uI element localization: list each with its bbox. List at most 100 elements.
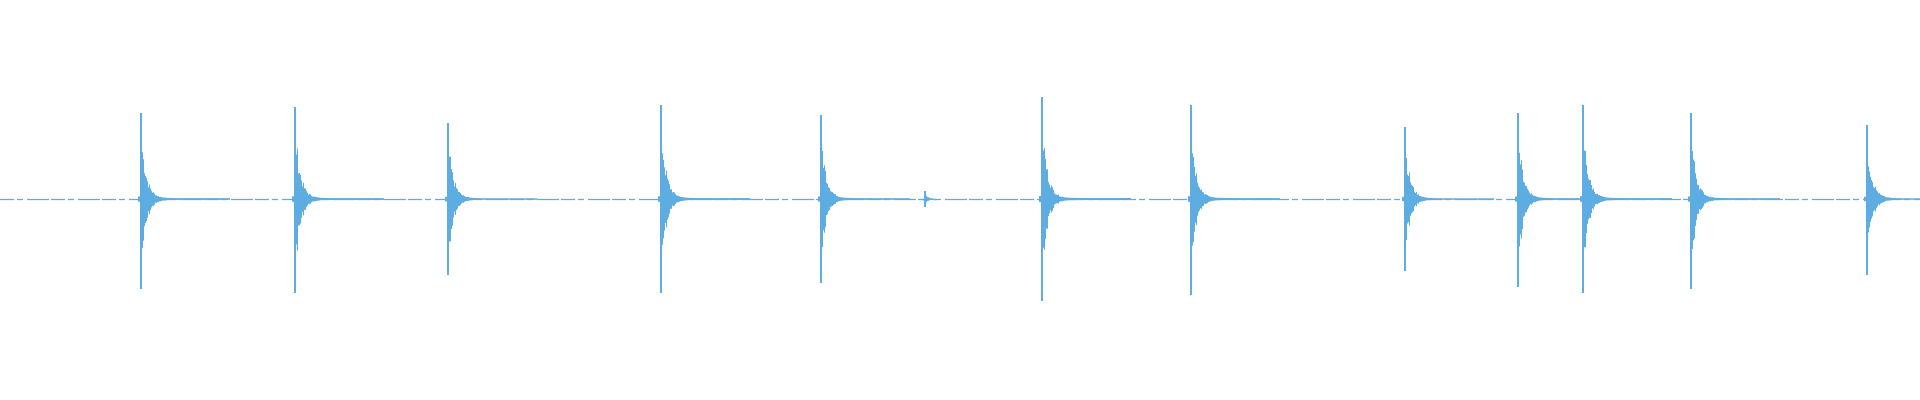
- waveform-sample-bar: [312, 196, 313, 202]
- waveform-sample-bar: [1096, 197, 1097, 201]
- waveform-sample-bar: [1720, 197, 1721, 201]
- waveform-sample-bar: [1419, 196, 1420, 202]
- waveform-sample-bar: [824, 165, 825, 233]
- waveform-sample-bar: [747, 198, 748, 200]
- waveform-sample-bar: [1432, 198, 1433, 200]
- waveform-sample-bar: [1199, 187, 1200, 211]
- waveform-sample-bar: [1871, 179, 1872, 219]
- waveform-sample-bar: [1741, 198, 1742, 200]
- waveform-sample-bar: [1752, 198, 1753, 200]
- waveform-sample-bar: [1611, 197, 1612, 201]
- waveform-sample-bar: [1559, 198, 1560, 200]
- waveform-sample-bar: [710, 198, 711, 200]
- waveform-sample-bar: [673, 191, 674, 207]
- waveform-sample-bar: [1270, 198, 1271, 200]
- waveform-sample-bar: [144, 173, 145, 227]
- waveform-sample-bar: [1100, 197, 1101, 201]
- waveform-sample-bar: [1623, 198, 1624, 200]
- waveform-sample-bar: [707, 198, 708, 200]
- waveform-sample-bar: [851, 198, 852, 200]
- waveform-sample-bar: [1690, 113, 1691, 289]
- waveform-sample-bar: [503, 198, 504, 200]
- waveform-sample-bar: [341, 198, 342, 200]
- waveform-sample-bar: [1879, 192, 1880, 206]
- waveform-transient: [138, 113, 230, 289]
- waveform-sample-bar: [1767, 198, 1768, 200]
- waveform-sample-bar: [1631, 198, 1632, 200]
- waveform-sample-bar: [1779, 198, 1780, 200]
- waveform-sample-bar: [346, 198, 347, 200]
- waveform-sample-bar: [1519, 152, 1520, 247]
- waveform-sample-bar: [202, 198, 203, 200]
- waveform-sample-bar: [711, 198, 712, 200]
- waveform-sample-bar: [1226, 198, 1227, 201]
- waveform-sample-bar: [1881, 194, 1882, 204]
- waveform-sample-bar: [364, 198, 365, 200]
- waveform-sample-bar: [848, 197, 849, 201]
- waveform-sample-bar: [1454, 198, 1455, 200]
- waveform-sample-bar: [678, 195, 679, 203]
- waveform-sample-bar: [1452, 198, 1453, 200]
- waveform-sample-bar: [1462, 198, 1463, 200]
- waveform-sample-bar: [1760, 198, 1761, 200]
- waveform-sample-bar: [1532, 194, 1533, 204]
- waveform-sample-bar: [1876, 190, 1877, 209]
- waveform-sample-bar: [732, 198, 733, 200]
- waveform-sample-bar: [1766, 198, 1767, 200]
- waveform-sample-bar: [1113, 197, 1114, 201]
- waveform-sample-bar: [186, 198, 187, 200]
- waveform-sample-bar: [1636, 198, 1637, 200]
- waveform-sample-bar: [1613, 197, 1614, 201]
- waveform-sample-bar: [1594, 191, 1595, 207]
- waveform-sample-bar: [319, 197, 320, 201]
- waveform-sample-bar: [1472, 198, 1473, 200]
- waveform-sample-bar: [1081, 197, 1082, 201]
- waveform-sample-bar: [1484, 198, 1485, 200]
- waveform-sample-bar: [1605, 197, 1606, 201]
- waveform-sample-bar: [1209, 196, 1210, 202]
- waveform-sample-bar: [1617, 197, 1618, 201]
- waveform-sample-bar: [721, 198, 722, 200]
- waveform-sample-bar: [1269, 198, 1270, 200]
- waveform-sample-bar: [1634, 198, 1635, 200]
- waveform-sample-bar: [322, 197, 323, 201]
- waveform-sample-bar: [1911, 198, 1912, 200]
- waveform-sample-bar: [216, 198, 217, 200]
- waveform-sample-bar: [1872, 182, 1873, 217]
- waveform-sample-bar: [459, 192, 460, 206]
- waveform-sample-bar: [1776, 198, 1777, 200]
- waveform-sample-bar: [1726, 198, 1727, 200]
- waveform-sample-bar: [818, 196, 819, 202]
- waveform-sample-bar: [1600, 195, 1601, 203]
- waveform-sample-bar: [1728, 198, 1729, 200]
- waveform-sample-bar: [829, 188, 830, 210]
- waveform-sample-bar: [1422, 196, 1423, 202]
- waveform-sample-bar: [1195, 175, 1196, 223]
- waveform-sample-bar: [1278, 198, 1279, 200]
- waveform-sample-bar: [1039, 195, 1040, 203]
- waveform-sample-bar: [749, 198, 750, 200]
- waveform-sample-bar: [348, 198, 349, 200]
- waveform-sample-bar: [1477, 198, 1478, 200]
- waveform-sample-bar: [516, 198, 517, 200]
- waveform-sample-bar: [1476, 198, 1477, 200]
- waveform-sample-bar: [1663, 198, 1664, 200]
- waveform-sample-bar: [1771, 198, 1772, 200]
- waveform-sample-bar: [672, 192, 673, 206]
- waveform-sample-bar: [1579, 198, 1580, 200]
- waveform-sample-bar: [140, 113, 141, 289]
- waveform-sample-bar: [536, 198, 537, 200]
- waveform-sample-bar: [1127, 197, 1128, 201]
- waveform-sample-bar: [834, 194, 835, 204]
- waveform-sample-bar: [892, 198, 893, 200]
- waveform-sample-bar: [840, 197, 841, 201]
- waveform-sample-bar: [457, 189, 458, 209]
- waveform-sample-bar: [1616, 197, 1617, 201]
- waveform-sample-bar: [1540, 197, 1541, 201]
- waveform-sample-bar: [1224, 197, 1225, 201]
- waveform-sample-bar: [193, 198, 194, 200]
- waveform-sample-bar: [1739, 198, 1740, 200]
- waveform-sample-bar: [495, 198, 496, 200]
- waveform-sample-bar: [1236, 198, 1237, 200]
- waveform-sample-bar: [306, 191, 307, 208]
